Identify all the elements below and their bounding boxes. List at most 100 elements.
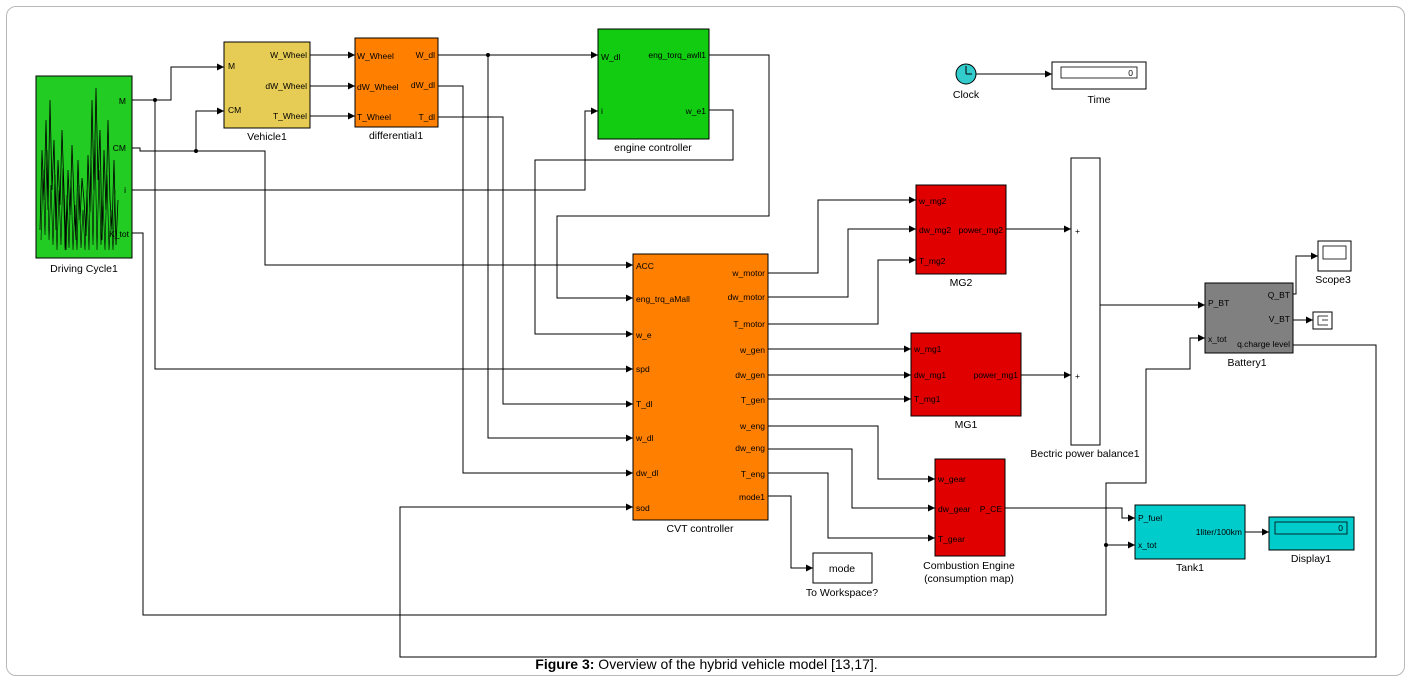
engine-controller-label: engine controller: [614, 142, 692, 154]
combustion-label-2: (consumption map): [924, 573, 1014, 585]
port-t-wheel-out: T_Wheel: [273, 111, 307, 121]
port-t-eng-out: T_eng: [741, 469, 765, 479]
figure-caption: Figure 3: Overview of the hybrid vehicle…: [0, 656, 1413, 672]
port-v-bt-out: V_BT: [1269, 314, 1290, 324]
tank-block[interactable]: P_fuel x_tot 1liter/100km Tank1: [1134, 504, 1246, 574]
mg2-label: MG2: [950, 277, 973, 289]
clock-label: Clock: [953, 89, 980, 101]
port-t-gear-in: T_gear: [938, 534, 965, 544]
port-i-in: i: [601, 106, 603, 116]
port-power-mg1-out: power_mg1: [974, 370, 1019, 380]
port-eng-trq-in: eng_trq_aMall: [636, 294, 690, 304]
sum-sign-1: +: [1075, 226, 1080, 236]
port-p-bt-in: P_BT: [1208, 298, 1229, 308]
port-w-motor-out: w_motor: [731, 268, 765, 278]
figure-label: Figure 3:: [535, 656, 595, 672]
port-dw-motor-out: dw_motor: [728, 292, 765, 302]
signal-lines: [132, 51, 1377, 658]
scope-label: Scope3: [1315, 274, 1351, 286]
port-w-eng-out: w_eng: [739, 421, 765, 431]
port-w-e-in: w_e: [635, 330, 652, 340]
terminator-icon: [1317, 315, 1328, 326]
port-charge-level-out: q.charge level: [1237, 339, 1290, 349]
port-ktot-out: K_tot: [109, 229, 129, 239]
driving-cycle-label: Driving Cycle1: [50, 263, 118, 275]
port-mode1-out: mode1: [739, 492, 765, 502]
sum-sign-2: +: [1075, 371, 1080, 381]
port-p-fuel-in: P_fuel: [1138, 513, 1162, 523]
port-t-gen-out: T_gen: [741, 395, 765, 405]
time-label: Time: [1088, 94, 1111, 106]
port-dw-eng-out: dw_eng: [735, 443, 765, 453]
port-w-dl-in: W_dl: [601, 52, 620, 62]
port-w-gear-in: w_gear: [937, 474, 966, 484]
cvt-controller-block[interactable]: ACC eng_trq_aMall w_e spd T_dl w_dl dw_d…: [632, 253, 769, 535]
port-t-motor-out: T_motor: [733, 319, 765, 329]
port-eng-torq-out: eng_torq_awll1: [648, 50, 706, 60]
caption-text: Overview of the hybrid vehicle model [13…: [594, 656, 878, 672]
figure-frame: [6, 6, 1405, 676]
port-dw-wheel-out: dW_Wheel: [265, 81, 307, 91]
junction-dots: [153, 53, 1108, 547]
port-x-tot-tank-in: x_tot: [1138, 540, 1157, 550]
clock-block[interactable]: Clock: [953, 63, 980, 101]
port-t-dl-in: T_dl: [636, 399, 653, 409]
scope-icon: [1322, 245, 1347, 260]
combustion-label-1: Combustion Engine: [923, 560, 1015, 572]
vehicle-label: Vehicle1: [247, 131, 287, 143]
port-cm-in: CM: [228, 105, 241, 115]
port-fuel-out: 1liter/100km: [1196, 527, 1242, 537]
to-workspace-label: To Workspace?: [806, 587, 878, 599]
port-dw-dl-out: dW_dl: [411, 80, 435, 90]
terminator-block[interactable]: [1312, 311, 1333, 330]
engine-controller-block[interactable]: W_dl i eng_torq_awll1 w_e1 engine contro…: [597, 28, 710, 154]
port-dw-wheel-in: dW_Wheel: [357, 82, 399, 92]
port-w-wheel-in: W_Wheel: [357, 51, 394, 61]
mg1-block[interactable]: w_mg1 dw_mg1 T_mg1 power_mg1 MG1: [910, 332, 1022, 431]
port-dw-mg1-in: dw_mg1: [914, 370, 946, 380]
port-sod-in: sod: [636, 503, 650, 513]
port-t-dl-out: T_dl: [418, 112, 435, 122]
differential-block[interactable]: W_Wheel dW_Wheel T_Wheel W_dl dW_dl T_dl…: [354, 37, 439, 142]
port-t-mg2-in: T_mg2: [919, 256, 946, 266]
port-t-mg1-in: T_mg1: [914, 394, 941, 404]
vehicle-block[interactable]: M CM W_Wheel dW_Wheel T_Wheel Vehicle1: [223, 41, 311, 143]
port-p-ce-out: P_CE: [980, 504, 1003, 514]
cvt-controller-label: CVT controller: [667, 523, 734, 535]
time-value: 0: [1128, 68, 1133, 78]
display-value: 0: [1338, 523, 1343, 533]
combustion-engine-block[interactable]: w_gear dw_gear T_gear P_CE Combustion En…: [923, 458, 1015, 585]
port-w-e1-out: w_e1: [685, 106, 707, 116]
mg2-block[interactable]: w_mg2 dw_mg2 T_mg2 power_mg2 MG2: [915, 184, 1007, 289]
port-dw-gear-in: dw_gear: [938, 504, 971, 514]
battery-label: Battery1: [1227, 357, 1266, 369]
port-t-wheel-in: T_Wheel: [357, 112, 391, 122]
power-balance-label: Bectric power balance1: [1030, 448, 1139, 460]
port-x-tot-battery-in: x_tot: [1208, 334, 1227, 344]
port-dw-dl-in: dw_dl: [636, 468, 658, 478]
time-display-block[interactable]: 0 Time: [1051, 61, 1147, 106]
port-m-out: M: [119, 96, 126, 106]
port-q-bt-out: Q_BT: [1268, 290, 1290, 300]
mg1-label: MG1: [955, 419, 978, 431]
display-block[interactable]: 0 Display1: [1268, 516, 1355, 565]
port-w-mg2-in: w_mg2: [918, 196, 947, 206]
port-dw-mg2-in: dw_mg2: [919, 225, 951, 235]
display-label: Display1: [1291, 553, 1331, 565]
port-dw-gen-out: dw_gen: [735, 370, 765, 380]
to-workspace-value: mode: [829, 563, 855, 575]
port-spd-in: spd: [636, 364, 650, 374]
port-w-mg1-in: w_mg1: [913, 344, 942, 354]
scope-block[interactable]: Scope3: [1315, 240, 1352, 286]
port-w-dl-out: W_dl: [416, 50, 435, 60]
port-cm-out: CM: [113, 143, 126, 153]
port-m-in: M: [228, 61, 235, 71]
to-workspace-block[interactable]: mode To Workspace?: [806, 552, 878, 599]
tank-label: Tank1: [1176, 562, 1204, 574]
port-w-wheel-out: W_Wheel: [270, 50, 307, 60]
port-i-out: i: [124, 185, 126, 195]
power-balance-block[interactable]: + + Bectric power balance1: [1030, 157, 1140, 460]
battery-block[interactable]: P_BT x_tot Q_BT V_BT q.charge level Batt…: [1204, 282, 1294, 369]
driving-cycle-block[interactable]: M CM i K_tot Driving Cycle1: [35, 75, 133, 275]
